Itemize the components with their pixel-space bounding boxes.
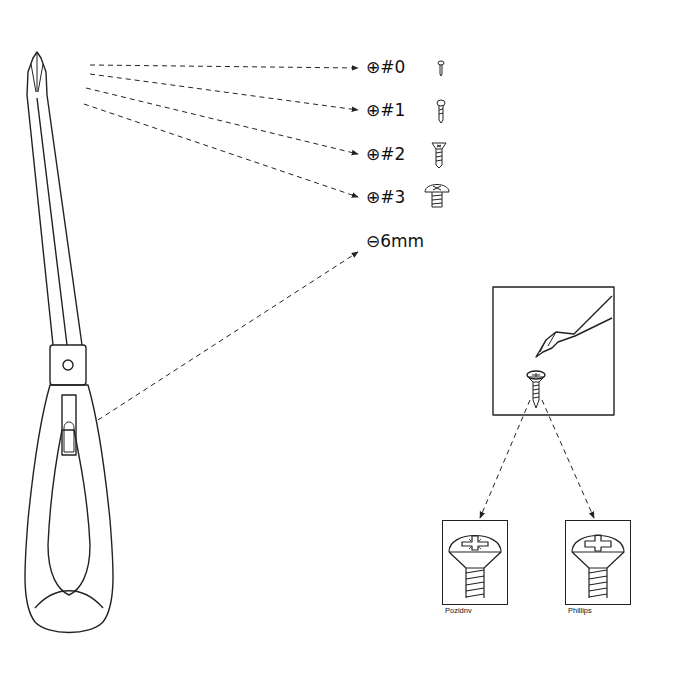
ferrule xyxy=(50,345,86,385)
phillips-tip xyxy=(27,52,47,95)
phillips-screw-head xyxy=(572,535,624,598)
tip-flutes xyxy=(31,52,43,92)
bit-size-label: ⊕#0 xyxy=(366,57,405,77)
ferrule-rivet xyxy=(63,360,73,370)
handle-end-band xyxy=(35,591,103,608)
recess-type-label: Phillips xyxy=(568,606,592,615)
pozidriv-screw-head xyxy=(449,536,501,599)
recess-type-label: Pozidnv xyxy=(445,606,472,615)
handle-slot xyxy=(62,395,76,455)
detail-tip-flutes xyxy=(540,332,556,352)
leader-lines xyxy=(84,65,358,420)
detail-box xyxy=(493,287,614,415)
detail-screwdriver-tip xyxy=(536,296,612,357)
detail-screw-body xyxy=(528,377,544,408)
bit-size-label: ⊕#2 xyxy=(366,144,405,164)
detail-screw-head xyxy=(527,371,545,379)
screw-head-box: Phillips xyxy=(565,520,631,605)
blade-size-label: ⊖6mm xyxy=(366,231,424,251)
detail-leader-lines xyxy=(480,400,594,518)
screw-head-box: Pozidnv xyxy=(442,520,508,605)
bit-size-label: ⊕#1 xyxy=(366,100,405,120)
flat-blade-bit xyxy=(64,422,74,452)
handle-outline xyxy=(25,385,113,633)
bit-size-label: ⊕#3 xyxy=(366,187,405,207)
screw-icons xyxy=(425,61,449,207)
hex-shaft xyxy=(27,95,82,345)
